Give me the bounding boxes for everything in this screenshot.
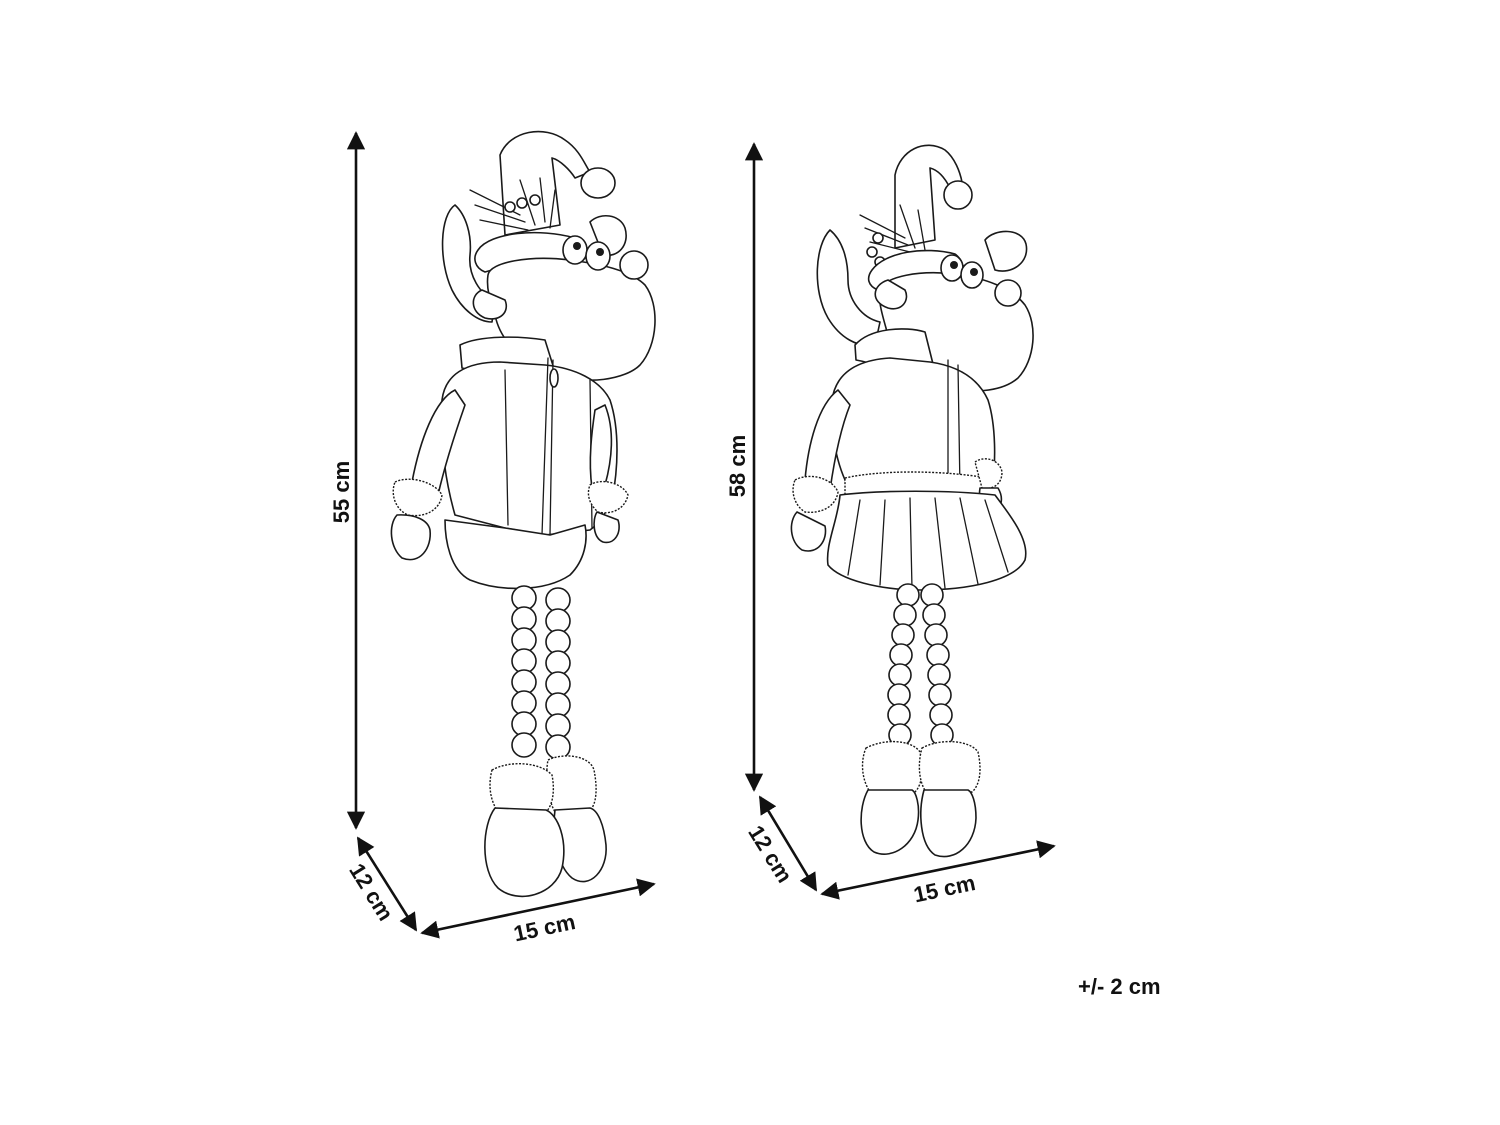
reindeer-girl-drawing <box>790 144 1034 858</box>
figure2-width-label: 15 cm <box>911 870 977 907</box>
figure2-width-arrow <box>820 840 1056 900</box>
figure2-height-label: 58 cm <box>725 435 750 497</box>
figure1-depth-label: 12 cm <box>344 859 398 925</box>
figure1-width-arrow <box>420 878 656 939</box>
figure2-depth-arrow <box>758 795 818 892</box>
tolerance-label: +/- 2 cm <box>1078 974 1161 999</box>
figure1-height-label: 55 cm <box>329 461 354 523</box>
left-leg-beads <box>511 585 537 758</box>
figure1-depth-arrow <box>356 836 418 932</box>
girl-left-leg-beads <box>887 583 920 747</box>
figure2-depth-label: 12 cm <box>743 821 797 887</box>
reindeer-boy-drawing <box>390 130 656 898</box>
right-leg-beads <box>545 587 571 760</box>
girl-right-leg-beads <box>920 583 954 747</box>
figure1-width-label: 15 cm <box>511 909 577 946</box>
